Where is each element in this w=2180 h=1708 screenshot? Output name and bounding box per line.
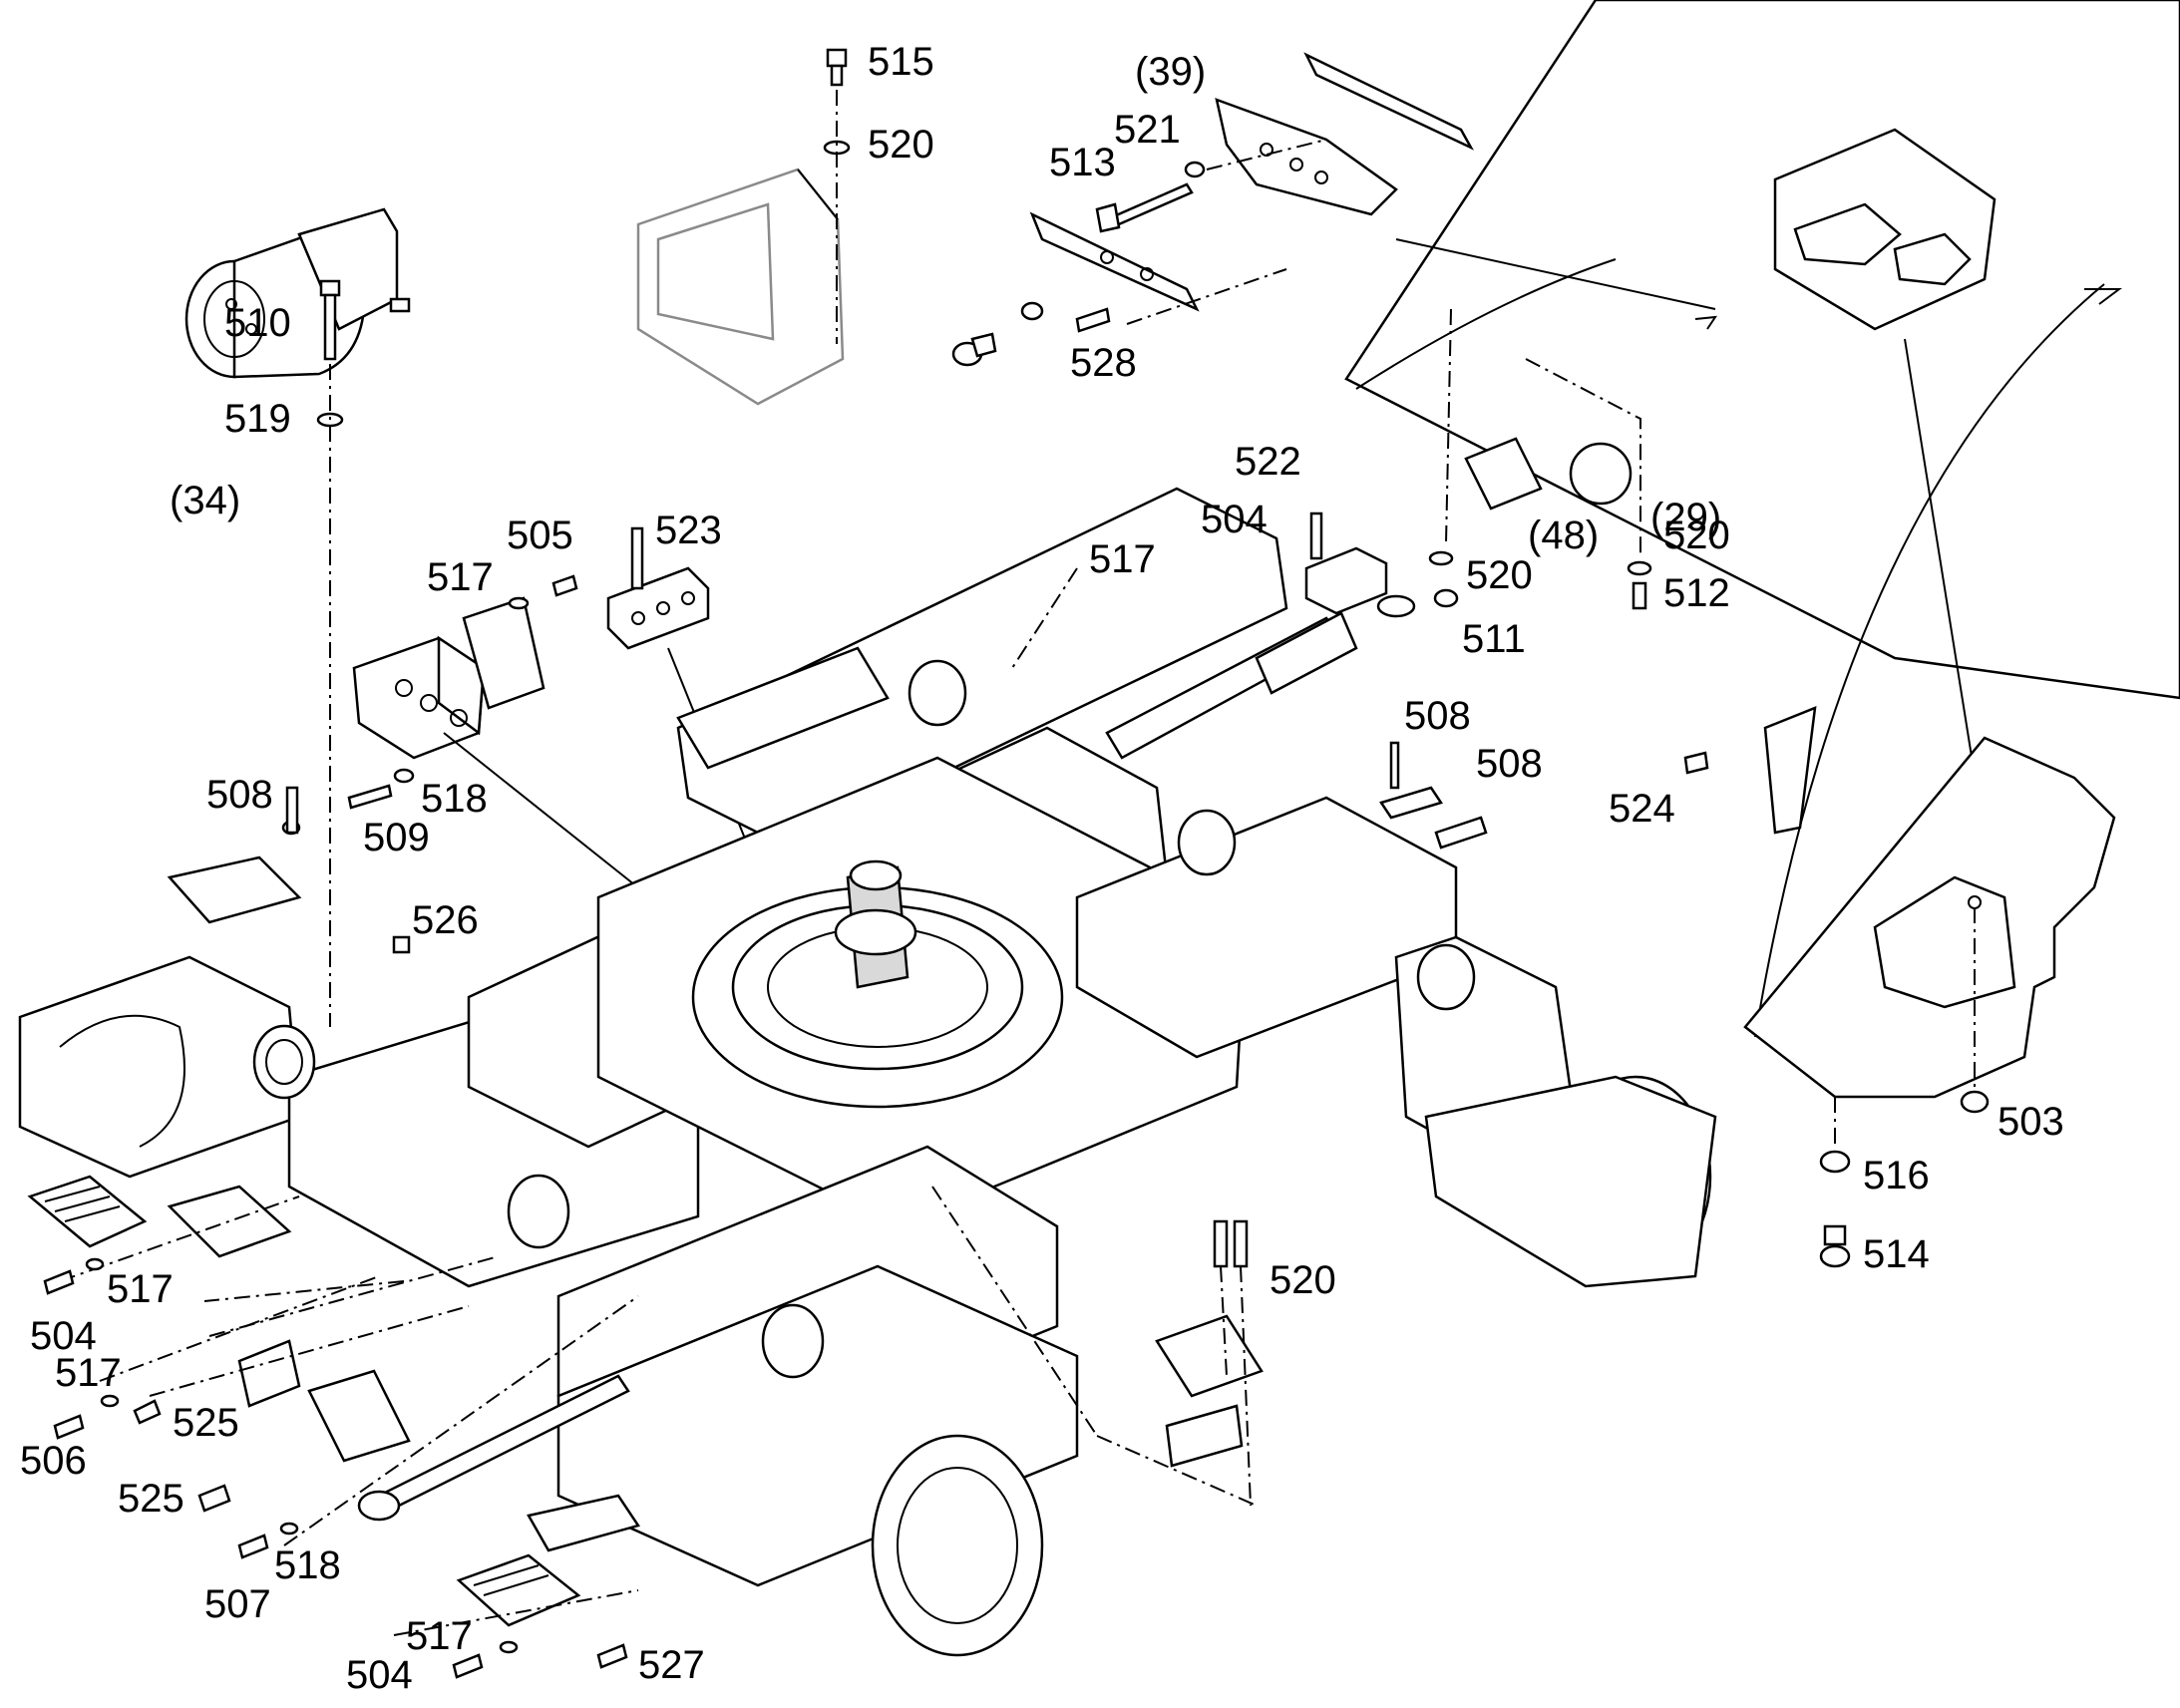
callout-523: 523 — [655, 509, 722, 552]
callout-520: 520 — [1270, 1258, 1336, 1302]
bolt-515 — [823, 48, 851, 156]
callout-524: 524 — [1609, 787, 1675, 831]
travel-motor-34 — [184, 207, 399, 379]
block-523 — [606, 526, 710, 650]
callout-39: (39) — [1135, 50, 1207, 94]
callout-520: 520 — [1466, 553, 1533, 597]
roller-front — [761, 1303, 825, 1379]
callout-504: 504 — [30, 1314, 97, 1358]
callout-520: 520 — [868, 123, 934, 167]
roller-mid — [507, 1174, 570, 1249]
callout-504: 504 — [1201, 498, 1268, 541]
hydraulic-cylinder — [1105, 611, 1358, 760]
callout-508: 508 — [1476, 742, 1543, 786]
slewing-ring — [691, 859, 1064, 1109]
bolt-509 — [347, 768, 415, 810]
callout-508: 508 — [1404, 694, 1471, 738]
pin-528-parts — [951, 301, 1111, 367]
callout-528: 528 — [1070, 341, 1137, 385]
callout-29: (29) — [1650, 496, 1722, 539]
callout-517: 517 — [107, 1267, 174, 1311]
block-522 — [1304, 512, 1416, 618]
bracket-524 — [1683, 706, 1817, 835]
callout-48: (48) — [1528, 513, 1600, 557]
cover-plate-left — [167, 855, 302, 924]
callout-517: 517 — [427, 555, 494, 599]
callout-506: 506 — [20, 1439, 87, 1483]
callout-509: 509 — [363, 816, 430, 859]
callout-522: 522 — [1235, 440, 1301, 484]
tie-rod — [357, 1374, 630, 1522]
callout-34: (34) — [170, 479, 241, 522]
bolt-503 — [1960, 1090, 1990, 1114]
bracket-520 — [1155, 1314, 1264, 1468]
roller-upper-right — [1177, 809, 1237, 876]
roller-left — [252, 1024, 316, 1100]
callout-517: 517 — [55, 1351, 122, 1395]
callout-518: 518 — [421, 777, 488, 821]
roller-top — [908, 659, 967, 727]
callout-508: 508 — [206, 773, 273, 817]
callout-519: 519 — [224, 397, 291, 441]
callout-511: 511 — [1462, 617, 1526, 661]
bolt-513 — [1095, 161, 1206, 233]
bolts-520-right — [1213, 1219, 1249, 1268]
drive-sprocket-front — [871, 1434, 1044, 1657]
callout-510: 510 — [224, 301, 291, 345]
step-plate-left — [27, 1175, 292, 1258]
callout-525: 525 — [118, 1477, 184, 1521]
washer-516-bolt-514 — [1819, 1150, 1851, 1268]
valve-block — [352, 635, 486, 760]
callout-512: 512 — [1663, 571, 1730, 615]
callout-505: 505 — [507, 513, 573, 557]
guard-plate-assembly — [1029, 52, 1474, 312]
callout-517: 517 — [406, 1614, 473, 1658]
callout-516: 516 — [1863, 1154, 1930, 1197]
guard-housing-ghost — [636, 168, 845, 406]
cover-525-a — [237, 1339, 301, 1408]
callout-521: 521 — [1114, 108, 1181, 152]
callout-514: 514 — [1863, 1232, 1930, 1276]
callout-513: 513 — [1049, 141, 1116, 184]
callout-520: 520 — [1663, 513, 1730, 557]
bolt-icons — [43, 297, 628, 1679]
roller-right — [1416, 943, 1476, 1011]
callout-515: 515 — [868, 40, 934, 84]
callout-507: 507 — [204, 1582, 271, 1626]
mount-plate-505 — [462, 596, 545, 710]
callout-525: 525 — [173, 1401, 239, 1445]
step-plate-front — [456, 1494, 640, 1627]
callout-527: 527 — [638, 1643, 705, 1687]
callout-526: 526 — [412, 898, 479, 942]
bolt-511-512 — [1428, 550, 1652, 610]
callout-518: 518 — [274, 1543, 341, 1587]
roller-29 — [1569, 442, 1633, 506]
link-48 — [1464, 437, 1543, 511]
plate-508-a — [1379, 741, 1443, 820]
callout-517: 517 — [1089, 537, 1156, 581]
cover-525-b — [307, 1369, 411, 1463]
bolt-505 — [508, 574, 578, 610]
callout-504: 504 — [346, 1653, 413, 1697]
guard-plate-bottom — [1743, 736, 2116, 1099]
plate-508-b — [1434, 816, 1488, 850]
drive-sprocket-rear — [1424, 1075, 1717, 1288]
callout-503: 503 — [1998, 1100, 2064, 1144]
